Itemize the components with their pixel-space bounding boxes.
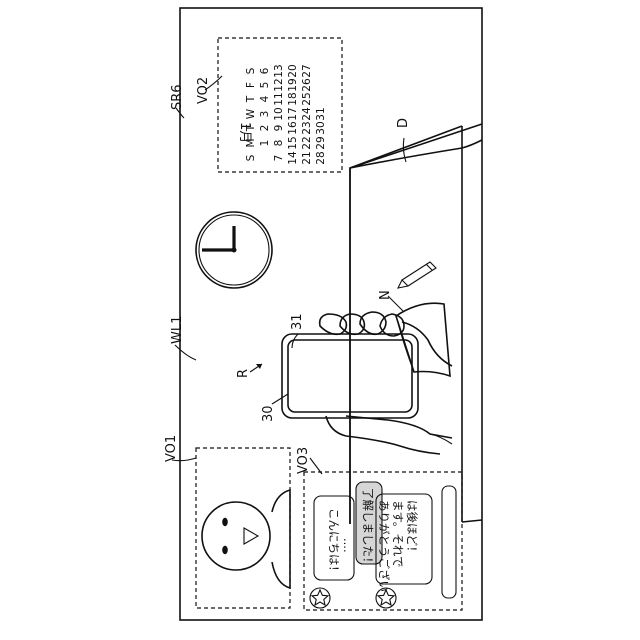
label-r: R: [236, 369, 251, 378]
arrow-r-head: [256, 364, 262, 369]
calendar-weekday: T: [245, 124, 257, 132]
calendar-weekday: S: [245, 154, 257, 161]
calendar-day: 17: [287, 107, 299, 120]
calendar-weekday: F: [245, 82, 257, 88]
chat-input-field[interactable]: [442, 486, 456, 598]
avatar-panel-vo1: [196, 448, 290, 608]
star-icon: [312, 590, 328, 605]
calendar-day: 1: [259, 140, 271, 147]
calendar-weekday: M: [245, 138, 257, 147]
star-icon: [378, 590, 394, 605]
calendar-day: 29: [315, 136, 327, 149]
label-vo3: VO3: [296, 447, 311, 474]
leader-wl1: [175, 345, 196, 360]
calendar-day: 5: [259, 82, 271, 89]
desk-base: [462, 520, 482, 522]
calendar-day: 4: [259, 95, 271, 102]
calendar-day: 7: [273, 155, 285, 162]
calendar-day: 24: [301, 107, 313, 121]
label-sr6: SR6: [170, 84, 185, 110]
chat-message-2: 了解しました！: [361, 488, 375, 569]
label-vo1: VO1: [164, 435, 179, 462]
calendar-day: 14: [287, 151, 299, 165]
leader-30: [272, 394, 288, 404]
calendar-day: 27: [301, 64, 313, 77]
chat-message-1-line1: こんにちは！: [327, 508, 341, 577]
calendar-day: 10: [273, 107, 285, 120]
chat-message-1-line2: ....: [341, 538, 355, 553]
calendar-day: 18: [287, 92, 299, 105]
calendar-day: 12: [273, 78, 285, 91]
calendar-day: 11: [273, 92, 285, 105]
clock-center: [232, 248, 237, 253]
label-d: D: [396, 118, 411, 128]
calendar-day: 22: [301, 136, 313, 149]
avatar: [202, 490, 290, 588]
calendar-day: 16: [287, 121, 299, 135]
calendar-day: 25: [301, 92, 313, 105]
label-31: 31: [290, 313, 305, 330]
avatar-mouth: [244, 528, 258, 544]
calendar-day: 20: [287, 64, 299, 77]
calendar-weekday: W: [245, 108, 257, 119]
calendar-day: 26: [301, 78, 313, 92]
chat-message-3-line2: ます。それで: [391, 500, 405, 568]
calendar-weekday: T: [245, 95, 257, 103]
avatar-eye: [222, 546, 228, 554]
calendar-day: 23: [301, 121, 313, 134]
chat-message-3-line1: ありがとうござい: [377, 500, 391, 592]
calendar-day: 6: [259, 67, 271, 74]
label-wl1: WL1: [170, 316, 185, 344]
calendar-day: 2: [259, 125, 271, 132]
calendar-weekday: S: [245, 67, 257, 74]
calendar-grid: 1月 SMTWTFS123456789101112131415161718192…: [237, 64, 327, 164]
calendar-day: 15: [287, 136, 299, 149]
label-vo2: VO2: [196, 77, 211, 104]
calendar-day: 30: [315, 121, 327, 134]
label-30: 30: [261, 405, 276, 422]
pencil: [398, 262, 436, 288]
calendar-cells: SMTWTFS123456789101112131415161718192021…: [245, 64, 327, 164]
calendar-day: 31: [315, 107, 327, 120]
calendar-day: 21: [301, 151, 313, 164]
calendar-day: 8: [273, 140, 285, 147]
chat-message-3-line3: は後ほど！: [405, 500, 419, 558]
leader-n: [388, 296, 404, 312]
calendar-day: 3: [259, 111, 271, 118]
calendar-day: 9: [273, 125, 285, 132]
calendar-day: 13: [273, 64, 285, 77]
calendar-day: 28: [315, 151, 327, 164]
avatar-eye: [222, 518, 228, 526]
calendar-day: 19: [287, 78, 299, 91]
